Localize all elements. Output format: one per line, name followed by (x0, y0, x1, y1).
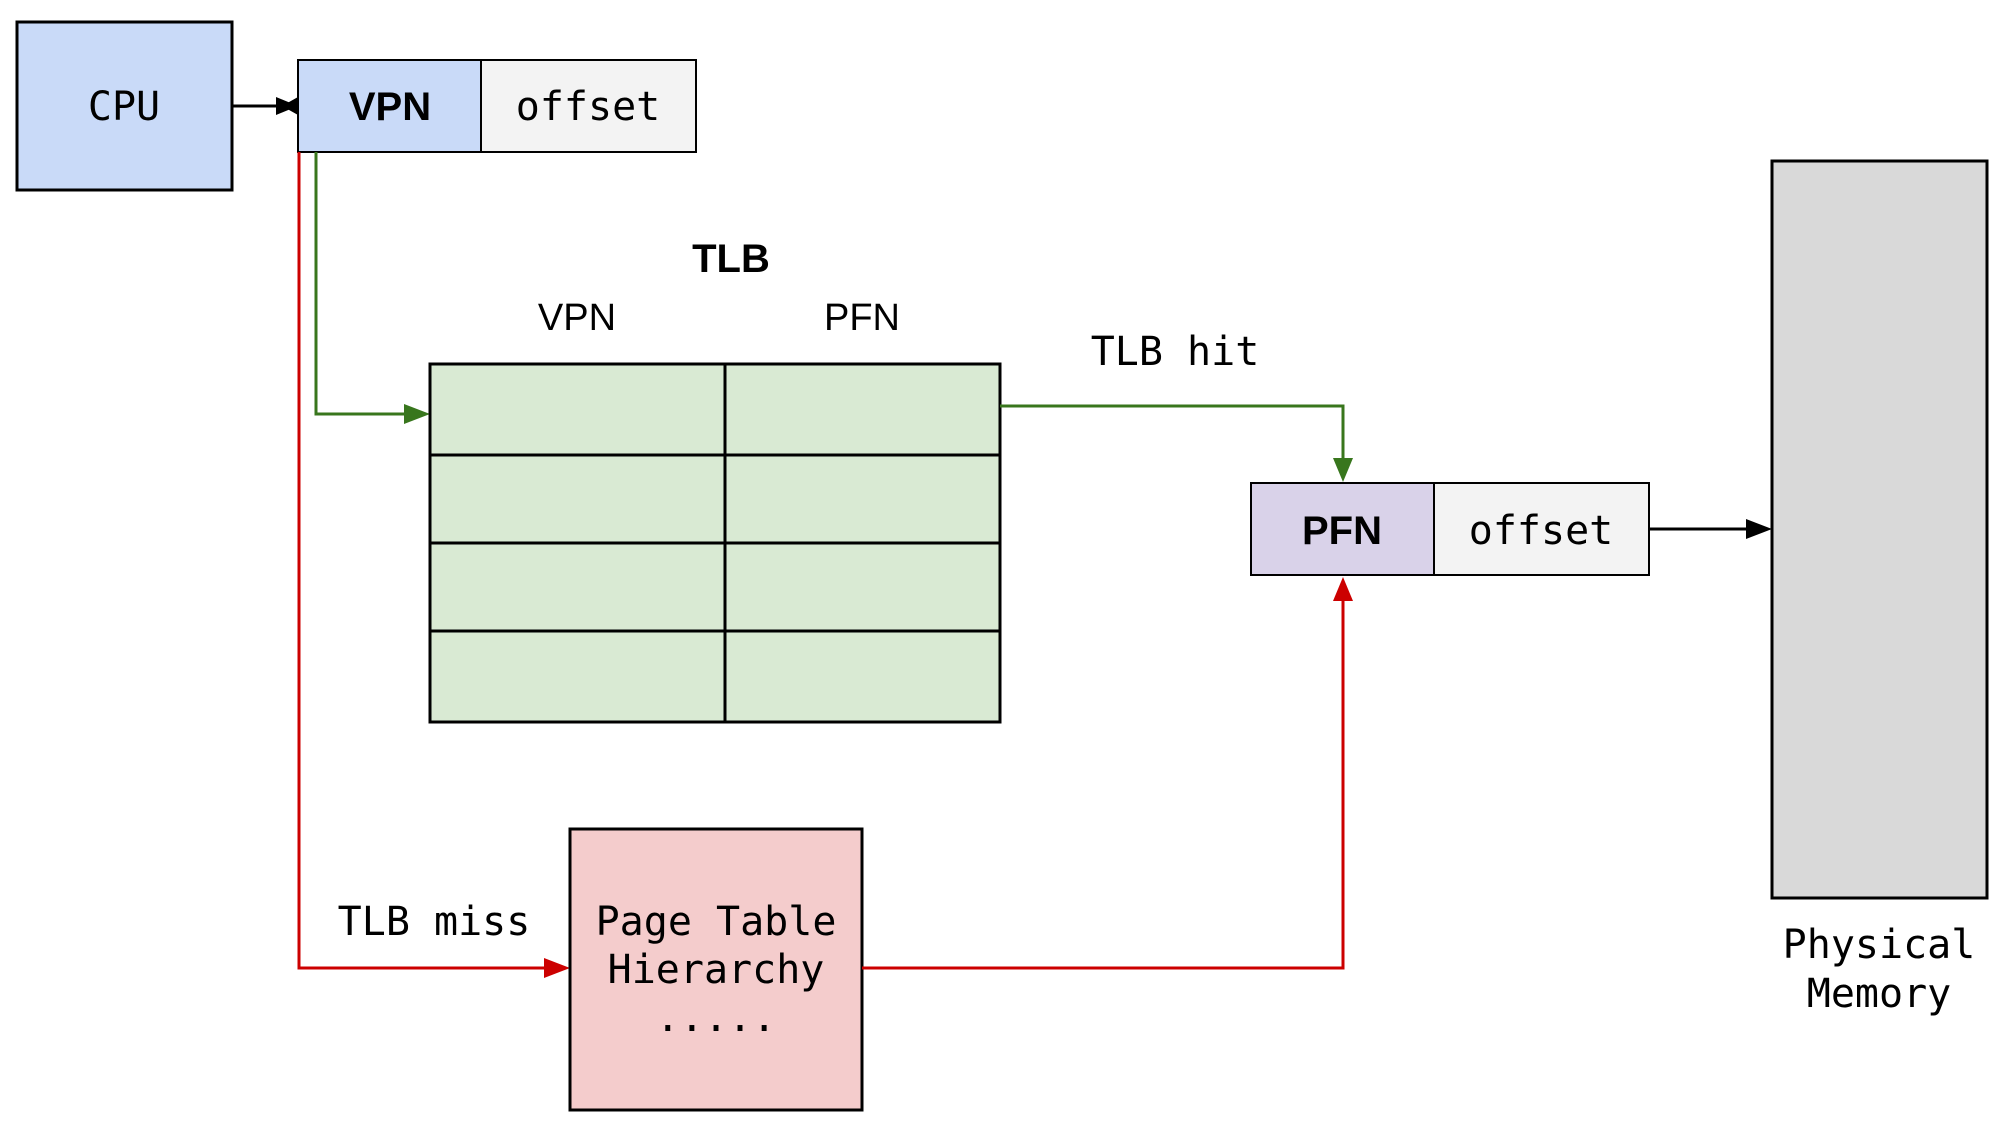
tlb-miss-line (297, 152, 548, 970)
va-offset-cell (480, 59, 697, 153)
tlb-title: TLB (692, 237, 770, 281)
va-offset-label: offset (516, 84, 661, 130)
page-table-line2: Hierarchy (608, 947, 825, 993)
tlb-hit-line (1000, 404, 1345, 464)
pa-pfn-label: PFN (1302, 509, 1382, 553)
tlb-table (428, 362, 1002, 724)
page-table-to-pfn-line (862, 598, 1345, 970)
va-vpn-cell (297, 59, 482, 153)
page-table-box: Page Table Hierarchy ..... (568, 827, 864, 1112)
physical-memory-line1: Physical (1783, 922, 1976, 968)
vpn-to-tlb-arrowhead (404, 404, 430, 424)
cpu-label: CPU (88, 84, 160, 130)
pa-offset-label: offset (1469, 508, 1614, 554)
vpn-to-tlb-line (314, 152, 412, 416)
pa-pfn-cell (1250, 482, 1435, 576)
tlb-miss-label: TLB miss (338, 899, 531, 945)
tlb-hit-label: TLB hit (1091, 329, 1260, 375)
tlb-hit-arrowhead (1333, 458, 1353, 482)
pa-offset-cell (1433, 482, 1650, 576)
virtual-address: VPN offset (297, 59, 697, 153)
physical-memory: Physical Memory (1770, 159, 1989, 1017)
page-table-to-pfn-arrowhead (1333, 577, 1353, 601)
physical-memory-line2: Memory (1807, 971, 1952, 1017)
va-vpn-label: VPN (349, 85, 431, 129)
tlb-col-vpn: VPN (538, 297, 616, 339)
physical-address: PFN offset (1250, 482, 1650, 576)
pa-to-memory-arrowhead (1746, 519, 1772, 539)
cpu-box: CPU (15, 20, 234, 192)
tlb-miss-arrowhead (544, 958, 570, 978)
tlb-col-pfn: PFN (824, 297, 900, 339)
page-table-line1: Page Table (596, 899, 837, 945)
page-table-line3: ..... (656, 995, 776, 1041)
